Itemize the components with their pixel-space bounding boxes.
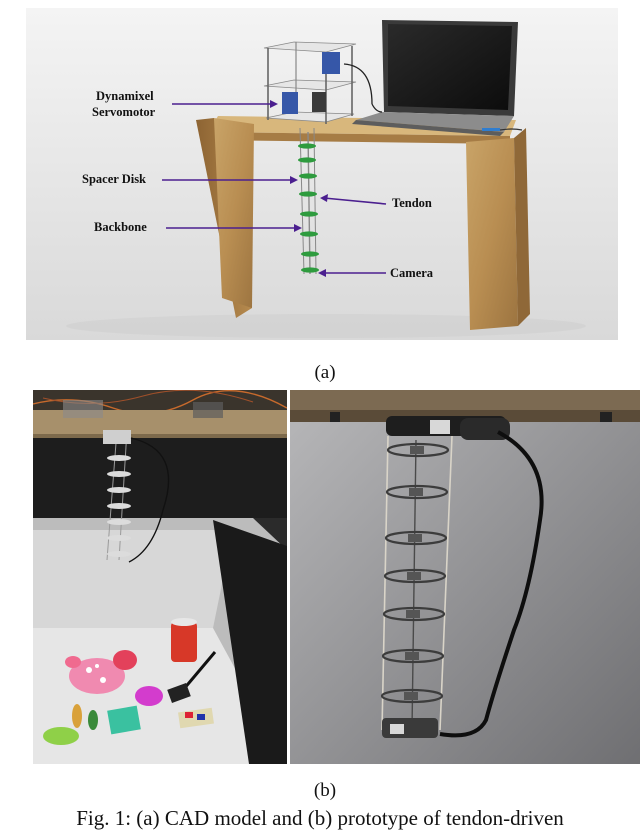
caption-b: (b) <box>313 780 337 801</box>
figure-b-photo-right <box>290 390 640 764</box>
servo-tower <box>263 41 383 124</box>
prototype-closeup-photo <box>290 390 640 764</box>
figure-a-cad-model: Dynamixel Servomotor Spacer Disk Tendon … <box>26 8 618 340</box>
laptop-base <box>356 112 514 132</box>
label-servo-line2: Servomotor <box>92 105 156 119</box>
prototype-overview-photo <box>33 390 287 764</box>
label-servo-line1: Dynamixel <box>96 89 154 103</box>
table-leg-right <box>466 138 518 330</box>
figure-b-photo-left <box>33 390 287 764</box>
label-camera: Camera <box>390 266 434 280</box>
cad-illustration: Dynamixel Servomotor Spacer Disk Tendon … <box>26 8 618 340</box>
continuum-robot <box>298 127 319 275</box>
label-arrows <box>162 100 387 277</box>
label-spacer-disk: Spacer Disk <box>82 172 146 186</box>
caption-a: (a) <box>314 362 336 383</box>
label-backbone: Backbone <box>94 220 147 234</box>
label-tendon: Tendon <box>392 196 432 210</box>
figure-caption: Fig. 1: (a) CAD model and (b) prototype … <box>76 806 564 830</box>
